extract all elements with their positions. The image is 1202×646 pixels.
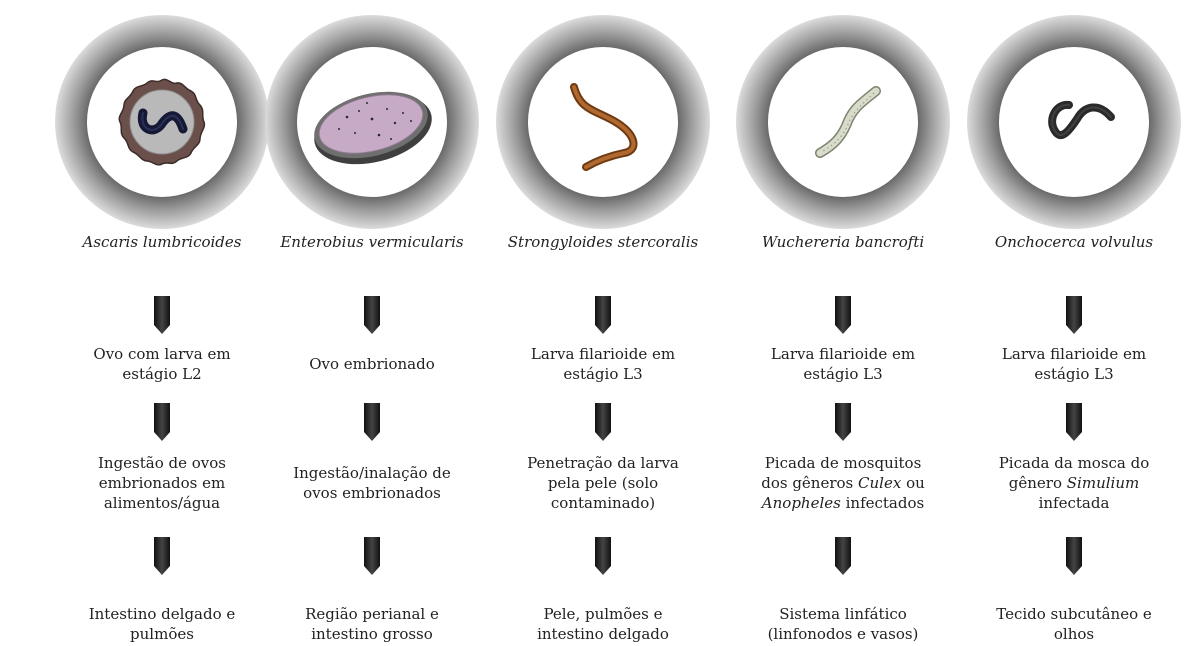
down-arrow-icon [154, 537, 170, 575]
ascaris-egg-icon [87, 47, 237, 197]
wuchereria-larva-icon [768, 47, 918, 197]
illustration-disc [297, 47, 447, 197]
illustration-disc [768, 47, 918, 197]
down-arrow-icon [1066, 296, 1082, 334]
down-arrow-icon [154, 296, 170, 334]
species-name: Enterobius vermicularis [262, 232, 482, 252]
transmission-route: Picada de mosquitos dos gêneros Culex ou… [733, 453, 953, 513]
body-location: Pele, pulmões e intestino delgado [493, 604, 713, 644]
infective-stage: Larva filarioide em estágio L3 [733, 344, 953, 384]
body-location: Região perianal e intestino grosso [262, 604, 482, 644]
body-location: Intestino delgado e pulmões [52, 604, 272, 644]
infective-stage: Larva filarioide em estágio L3 [964, 344, 1184, 384]
down-arrow-icon [364, 403, 380, 441]
onchocerca-worm-icon [999, 47, 1149, 197]
down-arrow-icon [595, 403, 611, 441]
infective-stage: Ovo com larva em estágio L2 [52, 344, 272, 384]
down-arrow-icon [154, 403, 170, 441]
transmission-route: Ingestão de ovos embrionados em alimento… [52, 453, 272, 513]
parasite-column-strongyloides: Strongyloides stercoralis Larva filarioi… [493, 0, 713, 646]
infective-stage: Ovo embrionado [262, 344, 482, 384]
species-name: Ascaris lumbricoides [52, 232, 272, 252]
enterobius-egg-icon [297, 47, 447, 197]
illustration-disc [528, 47, 678, 197]
infective-stage: Larva filarioide em estágio L3 [493, 344, 713, 384]
down-arrow-icon [364, 296, 380, 334]
down-arrow-icon [595, 296, 611, 334]
body-location: Sistema linfático (linfonodos e vasos) [733, 604, 953, 644]
species-name: Strongyloides stercoralis [493, 232, 713, 252]
down-arrow-icon [364, 537, 380, 575]
down-arrow-icon [595, 537, 611, 575]
parasite-column-wuchereria: Wuchereria bancrofti Larva filarioide em… [733, 0, 953, 646]
down-arrow-icon [835, 403, 851, 441]
body-location: Tecido subcutâneo e olhos [964, 604, 1184, 644]
parasite-column-onchocerca: Onchocerca volvulus Larva filarioide em … [964, 0, 1184, 646]
illustration-disc [87, 47, 237, 197]
transmission-route: Picada da mosca do gênero Simulium infec… [964, 453, 1184, 513]
down-arrow-icon [835, 296, 851, 334]
down-arrow-icon [1066, 403, 1082, 441]
transmission-route: Ingestão/inalação de ovos embrionados [262, 453, 482, 513]
illustration-disc [999, 47, 1149, 197]
down-arrow-icon [1066, 537, 1082, 575]
transmission-route: Penetração da larva pela pele (solo cont… [493, 453, 713, 513]
parasite-column-ascaris: Ascaris lumbricoides Ovo com larva em es… [52, 0, 272, 646]
species-name: Wuchereria bancrofti [733, 232, 953, 252]
species-name: Onchocerca volvulus [964, 232, 1184, 252]
down-arrow-icon [835, 537, 851, 575]
strongyloides-larva-icon [528, 47, 678, 197]
parasite-column-enterobius: Enterobius vermicularis Ovo embrionado I… [262, 0, 482, 646]
